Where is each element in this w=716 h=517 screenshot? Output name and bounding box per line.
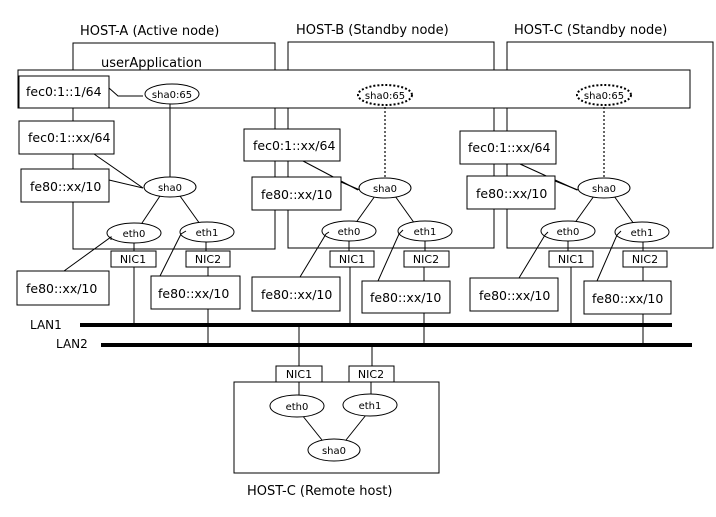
remote-eth0 [269,394,325,418]
host-a-eth1-linklocal: fe80::xx/10 [158,286,229,301]
host-b-nic1 [329,250,375,268]
host-c-eth1-linklocal-box [583,280,672,315]
host-c-eth1 [614,221,670,243]
host-a-eth1-linklocal-box [150,275,241,310]
remote-nic2-label: NIC2 [358,368,384,381]
user-application-box [17,69,691,109]
host-b-sha0-65 [357,84,413,106]
remote-eth1 [342,393,398,417]
host-b-linklocal-callout [340,181,361,191]
link-b-sha0-eth1 [394,195,416,225]
host-b-sha0-65-label: sha0:65 [365,91,405,102]
host-b-eth1 [397,220,453,242]
host-a-takeover-addr: fec0:1::1/64 [26,84,102,99]
remote-sha0-label: sha0 [322,446,346,457]
remote-eth1-label: eth1 [359,401,382,412]
host-a-sha0-65-label: sha0:65 [152,90,192,101]
lan2-label: LAN2 [56,337,88,351]
host-b-eth0-linklocal: fe80::xx/10 [261,287,332,302]
host-a-takeover-callout [108,87,143,97]
host-c-eth1-callout [596,230,622,282]
host-a-link-local: fe80::xx/10 [30,179,101,194]
host-a-physical-callout [93,153,144,189]
host-a-eth0-label: eth0 [123,229,146,240]
remote-eth1-sha0 [345,414,367,441]
host-a-takeover-addr-box [18,75,110,109]
host-a-nic2-label: NIC2 [195,253,221,266]
host-a-physical-addr: fec0:1::xx/64 [28,130,110,145]
host-c-link-local: fe80::xx/10 [476,186,547,201]
host-b-title: HOST-B (Standby node) [296,23,449,38]
host-b-nic2-label: NIC2 [413,253,439,266]
link-a-sha0-eth0 [139,195,161,227]
host-c-nic1-label: NIC1 [558,253,584,266]
host-c-sha0 [577,177,631,199]
host-b-eth1-linklocal: fe80::xx/10 [370,290,441,305]
host-b-link-local-box [251,176,342,211]
host-b-physical-addr: fec0:1::xx/64 [253,138,335,153]
host-a-nic1 [110,250,157,268]
host-a-nic2 [185,250,231,268]
host-c-sha0-65 [576,84,632,106]
remote-eth0-sha0 [301,414,323,441]
host-b-eth0 [321,220,377,242]
host-a-eth0 [106,222,162,244]
host-b-eth1-label: eth1 [414,227,437,238]
host-c-nic1 [548,250,594,268]
host-c-link-local-box [466,175,556,210]
host-b-eth1-callout [377,229,404,282]
host-c-eth1-linklocal: fe80::xx/10 [592,291,663,306]
remote-host-title: HOST-C (Remote host) [247,484,392,499]
host-a-physical-addr-box [18,120,115,155]
host-a-eth0-linklocal: fe80::xx/10 [26,281,97,296]
host-b-nic2 [403,250,450,268]
link-c-sha0-eth0 [573,195,595,225]
host-b-nic1-label: NIC1 [339,253,365,266]
user-application-label: userApplication [101,56,202,71]
host-a-linklocal-callout [108,179,144,189]
host-c-eth0-label: eth0 [557,227,580,238]
host-c-eth0-linklocal-box [469,277,559,312]
host-c-eth0-callout [518,231,549,279]
host-a-eth1-label: eth1 [196,228,219,239]
host-b-eth0-callout [299,231,330,278]
link-b-sha0-eth0 [354,195,376,225]
link-a-sha0-eth1 [179,195,201,225]
host-c-linklocal-callout [554,180,579,191]
host-a-eth1 [179,221,235,243]
host-c-eth0 [540,220,596,242]
host-b-eth0-linklocal-box [251,276,341,312]
host-a-title: HOST-A (Active node) [80,24,219,39]
remote-eth0-label: eth0 [286,402,309,413]
host-c-sha0-label: sha0 [592,184,616,195]
host-c-sha0-65-label: sha0:65 [584,91,624,102]
host-c-eth1-label: eth1 [631,228,654,239]
host-c-title: HOST-C (Standby node) [514,23,667,38]
remote-sha0 [307,438,361,462]
host-c-physical-addr-box [459,130,557,165]
host-c-nic2-label: NIC2 [632,253,658,266]
host-a-sha0 [143,176,197,198]
host-a-link-local-box [20,168,110,203]
host-c-physical-addr: fec0:1::xx/64 [468,140,550,155]
lan1-label: LAN1 [30,318,62,332]
host-c-eth0-linklocal: fe80::xx/10 [479,288,550,303]
host-c-nic2 [622,250,668,268]
host-a-sha0-label: sha0 [158,183,182,194]
host-b-physical-addr-box [243,128,341,162]
remote-nic1-label: NIC1 [286,368,312,381]
host-b-eth0-label: eth0 [338,227,361,238]
host-b-eth1-linklocal-box [361,280,451,314]
host-a-eth1-callout [159,230,187,277]
host-a-eth0-callout [63,236,112,272]
host-a-eth0-linklocal-box [16,270,110,306]
host-b-sha0-label: sha0 [373,184,397,195]
host-a-nic1-label: NIC1 [120,253,146,266]
link-c-sha0-eth1 [613,195,635,225]
host-b-sha0 [358,177,412,199]
host-a-sha0-65 [144,83,200,105]
host-b-link-local: fe80::xx/10 [261,187,332,202]
